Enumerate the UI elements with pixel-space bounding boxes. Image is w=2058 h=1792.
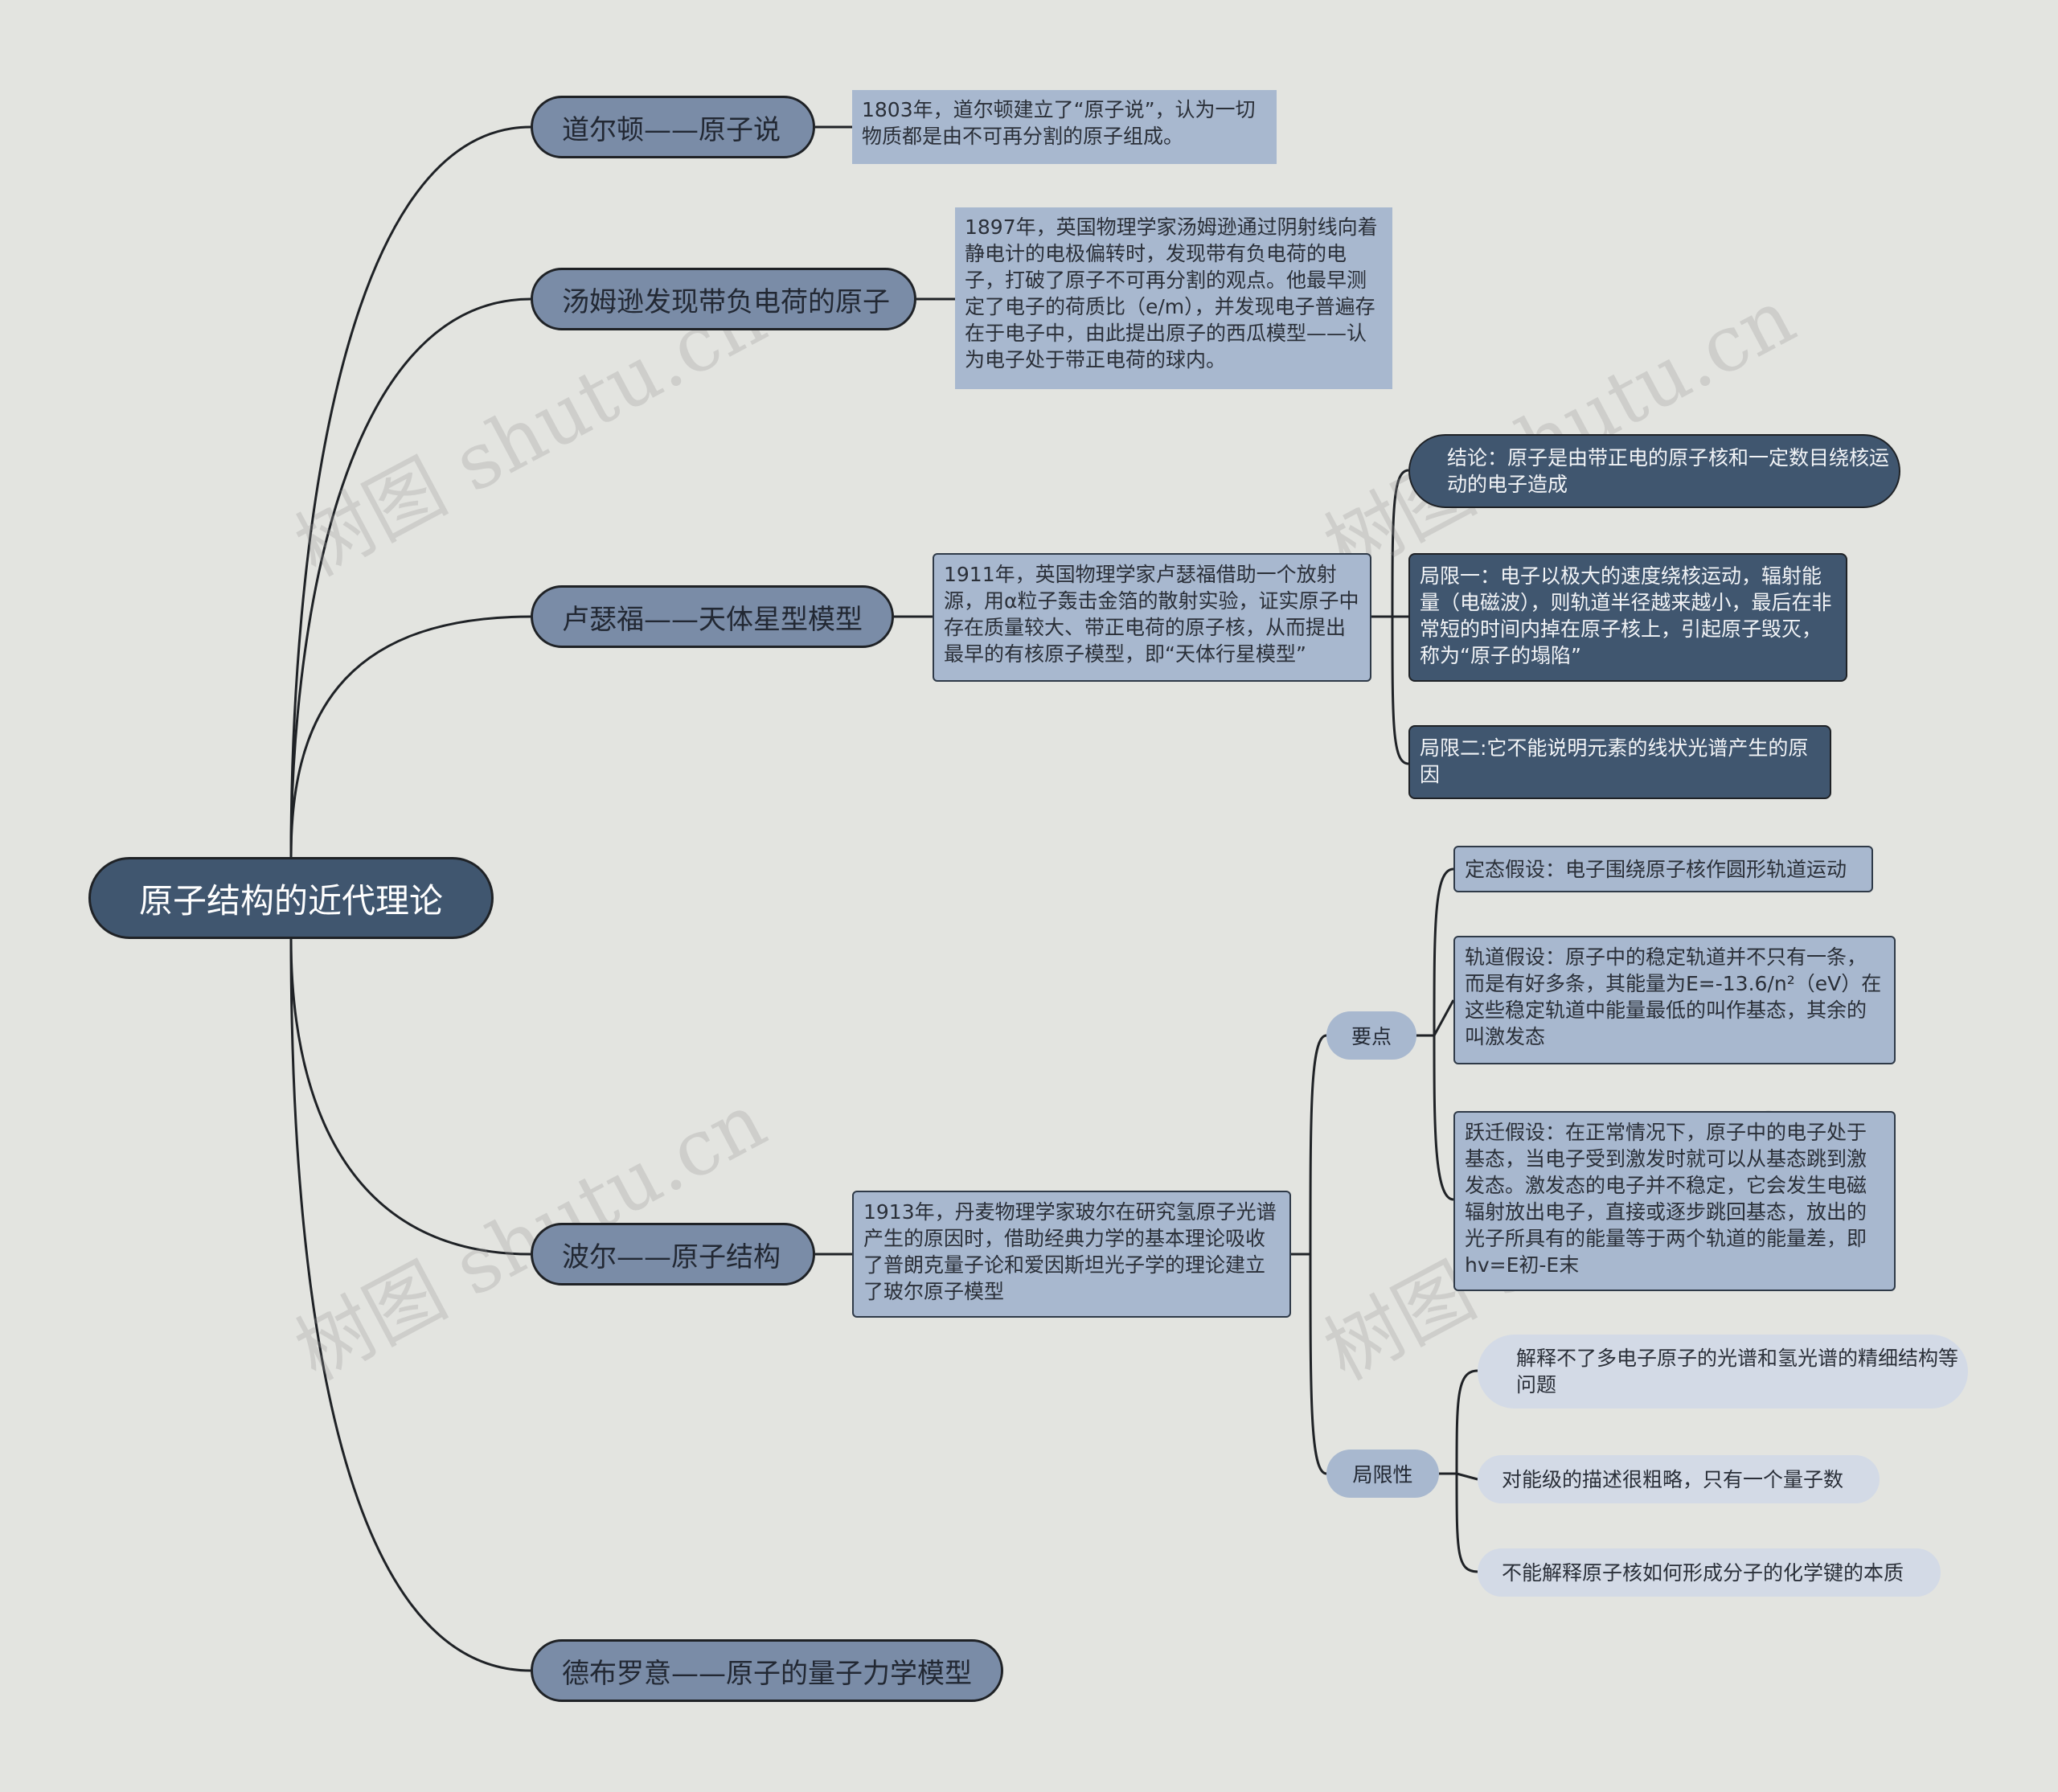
branch-label: 波尔——原子结构: [562, 1240, 781, 1273]
rutherford-limitation-1[interactable]: 局限一：电子以极大的速度绕核运动，辐射能量（电磁波），则轨道半径越来越小，最后在…: [1408, 553, 1847, 682]
node-text: 跃迁假设：在正常情况下，原子中的电子处于基态，当电子受到激发时就可以从基态跳到激…: [1465, 1121, 1867, 1277]
description-rutherford[interactable]: 1911年，英国物理学家卢瑟福借助一个放射源，用α粒子轰击金箔的散射实验，证实原…: [933, 553, 1371, 682]
key-point-transition[interactable]: 跃迁假设：在正常情况下，原子中的电子处于基态，当电子受到激发时就可以从基态跳到激…: [1453, 1111, 1896, 1291]
root-label: 原子结构的近代理论: [138, 880, 443, 921]
branch-de-broglie[interactable]: 德布罗意——原子的量子力学模型: [531, 1639, 1003, 1702]
rutherford-conclusion[interactable]: 结论：原子是由带正电的原子核和一定数目绕核运动的电子造成: [1408, 434, 1900, 508]
branch-label: 汤姆逊发现带负电荷的原子: [562, 285, 890, 318]
bohr-key-points[interactable]: 要点: [1326, 1011, 1416, 1060]
description-dalton[interactable]: 1803年，道尔顿建立了“原子说”，认为一切物质都是由不可再分割的原子组成。: [852, 90, 1277, 164]
description-bohr[interactable]: 1913年，丹麦物理学家玻尔在研究氢原子光谱产生的原因时，借助经典力学的基本理论…: [852, 1191, 1291, 1318]
description-thomson[interactable]: 1897年，英国物理学家汤姆逊通过阴射线向着静电计的电极偏转时，发现带有负电荷的…: [955, 207, 1392, 389]
limitation-chemical-bond[interactable]: 不能解释原子核如何形成分子的化学键的本质: [1478, 1548, 1941, 1597]
node-text: 定态假设：电子围绕原子核作圆形轨道运动: [1465, 857, 1847, 881]
node-text: 不能解释原子核如何形成分子的化学键的本质: [1502, 1560, 1904, 1585]
group-label: 局限性: [1352, 1463, 1413, 1486]
limitation-energy-levels[interactable]: 对能级的描述很粗略，只有一个量子数: [1478, 1455, 1880, 1503]
branch-label: 德布罗意——原子的量子力学模型: [562, 1657, 972, 1690]
key-point-stationary[interactable]: 定态假设：电子围绕原子核作圆形轨道运动: [1453, 846, 1873, 892]
description-text: 1911年，英国物理学家卢瑟福借助一个放射源，用α粒子轰击金箔的散射实验，证实原…: [944, 563, 1359, 666]
branch-thomson[interactable]: 汤姆逊发现带负电荷的原子: [531, 268, 916, 330]
description-text: 1803年，道尔顿建立了“原子说”，认为一切物质都是由不可再分割的原子组成。: [862, 98, 1256, 148]
description-text: 1897年，英国物理学家汤姆逊通过阴射线向着静电计的电极偏转时，发现带有负电荷的…: [965, 215, 1378, 371]
branch-dalton[interactable]: 道尔顿——原子说: [531, 96, 815, 158]
node-text: 轨道假设：原子中的稳定轨道并不只有一条，而是有好多条，其能量为E=-13.6/n…: [1465, 945, 1882, 1048]
bohr-limitations[interactable]: 局限性: [1326, 1450, 1439, 1498]
key-point-orbit[interactable]: 轨道假设：原子中的稳定轨道并不只有一条，而是有好多条，其能量为E=-13.6/n…: [1453, 936, 1896, 1064]
group-label: 要点: [1351, 1025, 1392, 1048]
node-text: 对能级的描述很粗略，只有一个量子数: [1502, 1467, 1844, 1491]
branch-rutherford[interactable]: 卢瑟福——天体星型模型: [531, 585, 894, 648]
branch-label: 道尔顿——原子说: [562, 113, 781, 146]
description-text: 1913年，丹麦物理学家玻尔在研究氢原子光谱产生的原因时，借助经典力学的基本理论…: [863, 1200, 1277, 1303]
node-text: 解释不了多电子原子的光谱和氢光谱的精细结构等问题: [1516, 1347, 1959, 1396]
node-text: 局限二:它不能说明元素的线状光谱产生的原因: [1420, 736, 1809, 786]
limitation-spectra[interactable]: 解释不了多电子原子的光谱和氢光谱的精细结构等问题: [1478, 1335, 1968, 1409]
node-text: 局限一：电子以极大的速度绕核运动，辐射能量（电磁波），则轨道半径越来越小，最后在…: [1420, 564, 1832, 667]
rutherford-limitation-2[interactable]: 局限二:它不能说明元素的线状光谱产生的原因: [1408, 725, 1831, 799]
node-text: 结论：原子是由带正电的原子核和一定数目绕核运动的电子造成: [1447, 446, 1890, 496]
branch-bohr[interactable]: 波尔——原子结构: [531, 1223, 815, 1286]
root-topic[interactable]: 原子结构的近代理论: [88, 857, 494, 939]
branch-label: 卢瑟福——天体星型模型: [562, 603, 863, 636]
